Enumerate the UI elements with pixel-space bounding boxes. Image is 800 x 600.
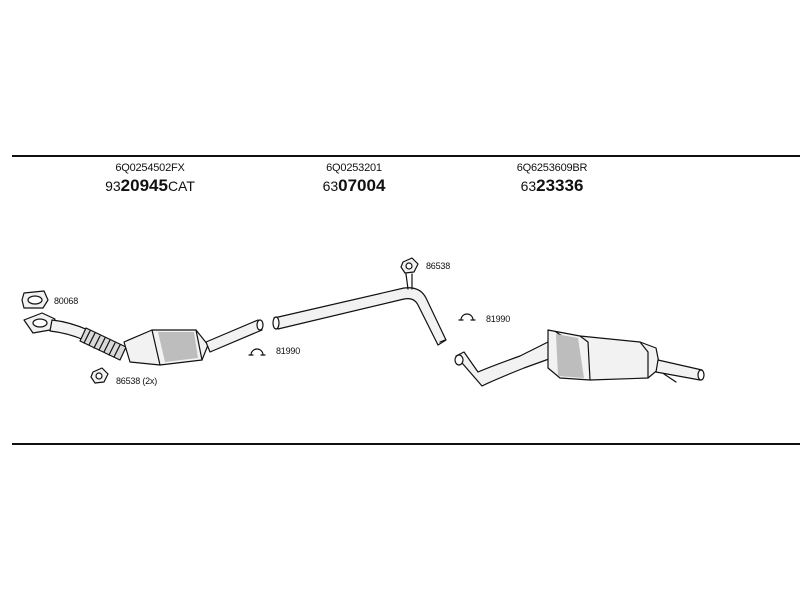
oe-number-rear-silencer: 6Q6253609BR — [516, 162, 588, 174]
bolt-rear-label: 86538 — [426, 261, 451, 271]
oe-number-middle-pipe: 6Q0253201 — [326, 162, 382, 174]
part-number-middle-pipe: 6307004 — [322, 176, 386, 195]
part-header-rear-silencer: 6Q6253609BR 6323336 — [452, 162, 652, 196]
part-header-middle-pipe: 6Q0253201 6307004 — [254, 162, 454, 196]
bolt-front-icon — [90, 367, 109, 384]
gasket-icon — [21, 290, 49, 309]
part-number-catalyst: 9320945CAT — [105, 176, 195, 195]
clamp-rear-label: 81990 — [486, 314, 511, 324]
front-pipe-catalyst — [23, 312, 264, 366]
bolt-rear-icon — [400, 257, 419, 274]
gasket-label: 80068 — [54, 296, 79, 306]
bolt-front-label: 86538 (2x) — [116, 376, 158, 386]
bottom-divider — [12, 443, 800, 445]
oe-number-catalyst: 6Q0254502FX — [115, 162, 185, 174]
middle-pipe — [272, 273, 447, 346]
clamp-rear-icon — [458, 313, 476, 321]
part-header-catalyst: 6Q0254502FX 9320945CAT — [50, 162, 250, 196]
rear-silencer — [454, 329, 705, 387]
clamp-front-label: 81990 — [276, 346, 301, 356]
clamp-front-icon — [248, 348, 266, 356]
part-number-rear-silencer: 6323336 — [520, 176, 584, 195]
top-divider — [12, 155, 800, 157]
